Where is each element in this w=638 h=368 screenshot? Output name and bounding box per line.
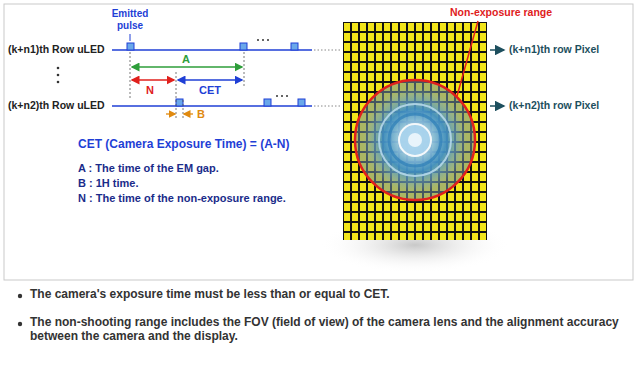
region-label: Non-exposure range <box>450 6 552 18</box>
frame <box>4 4 633 280</box>
bullet <box>18 322 22 326</box>
interval-label: CET <box>199 84 221 97</box>
definition-text: A : The time of the EM gap. <box>78 162 219 175</box>
bullet <box>18 294 22 298</box>
note-text: The camera's exposure time must be less … <box>30 288 390 302</box>
camera-lens <box>363 88 467 192</box>
interval-label: B <box>197 108 205 121</box>
pixel-row-label: (k+n2)th row Pixel <box>509 99 599 111</box>
definition-text: B : 1H time. <box>78 177 139 190</box>
pixel-row-label: (k+n1)th row Pixel <box>509 43 599 55</box>
interval-label: A <box>182 53 190 66</box>
note-text: The non-shooting range includes the FOV … <box>30 316 620 344</box>
non-exposure-circle <box>355 80 475 200</box>
definition-text: N : The time of the non-exposure range. <box>78 192 286 205</box>
formula-text: CET (Camera Exposure Time) = (A-N) <box>78 138 290 152</box>
pulse-label: Emitted pulse <box>104 8 156 31</box>
interval-label: N <box>146 84 154 97</box>
led-panel <box>343 22 487 240</box>
row-label: (k+n1)th Row uLED <box>8 43 105 55</box>
row-label: (k+n2)th Row uLED <box>8 99 105 111</box>
